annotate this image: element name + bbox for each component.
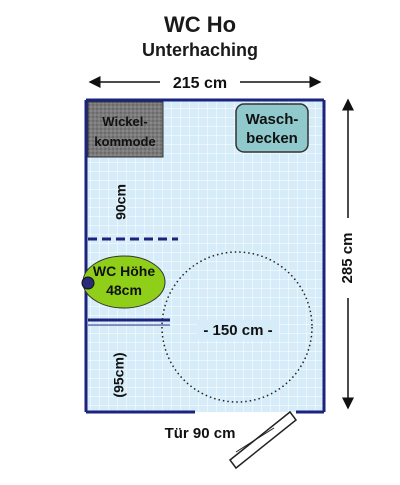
diagram-title: WC Ho bbox=[163, 12, 237, 37]
wc-flush-point bbox=[81, 276, 95, 290]
wc-label-1: WC Höhe bbox=[93, 263, 155, 279]
door-label: Tür 90 cm bbox=[165, 425, 236, 442]
width-label-bg bbox=[160, 72, 240, 92]
height-label-bg bbox=[336, 218, 360, 298]
wc-label-2: 48cm bbox=[106, 282, 142, 298]
changing-table-label-1: Wickel- bbox=[102, 114, 147, 129]
wc-distance-label: (95cm) bbox=[111, 352, 127, 397]
sink bbox=[235, 103, 309, 153]
diagram-subtitle: Unterhaching bbox=[141, 40, 258, 60]
sink-label-2: becken bbox=[246, 130, 298, 147]
turning-circle-label: - 150 cm - bbox=[203, 322, 272, 339]
width-label: 215 cm bbox=[173, 75, 227, 92]
wall-distance-label: 90cm bbox=[113, 184, 129, 220]
turning-circle-label-bg bbox=[197, 320, 279, 340]
changing-table-label-2: kommode bbox=[94, 134, 155, 149]
room-walls bbox=[84, 98, 326, 414]
sink-label-1: Wasch- bbox=[246, 111, 299, 128]
changing-table bbox=[87, 101, 164, 158]
turning-circle bbox=[161, 251, 313, 403]
height-label: 285 cm bbox=[339, 233, 356, 284]
door bbox=[228, 410, 298, 470]
